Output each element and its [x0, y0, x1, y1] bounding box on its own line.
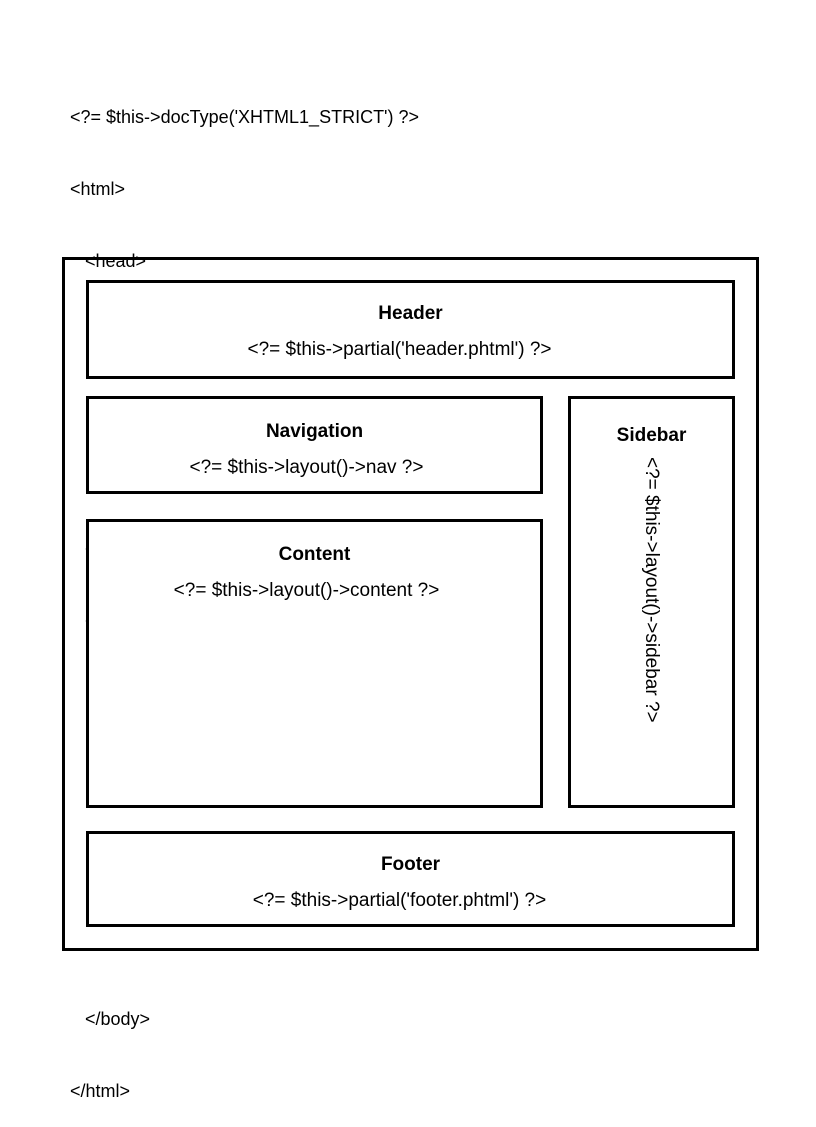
- region-navigation-title: Navigation: [265, 421, 364, 442]
- region-header-code: <?= $this->partial('header.phtml') ?>: [247, 339, 552, 360]
- region-footer: Footer <?= $this->partial('footer.phtml'…: [86, 831, 735, 927]
- region-navigation: Navigation <?= $this->layout()->nav ?>: [86, 396, 543, 494]
- region-sidebar-title: Sidebar: [616, 425, 687, 446]
- region-sidebar-code-wrap: <?= $this->layout()->sidebar ?>: [571, 457, 732, 805]
- code-line-html-open: <html>: [70, 179, 126, 199]
- bottom-code-block: </body> </html>: [70, 959, 150, 1127]
- region-header: Header <?= $this->partial('header.phtml'…: [86, 280, 735, 379]
- code-line-doctype: <?= $this->docType('XHTML1_STRICT') ?>: [70, 107, 420, 127]
- region-header-title: Header: [378, 303, 443, 324]
- region-footer-title: Footer: [380, 854, 441, 875]
- region-footer-code: <?= $this->partial('footer.phtml') ?>: [252, 890, 547, 911]
- region-content-title: Content: [278, 544, 351, 565]
- code-line-body-close: </body>: [70, 1009, 151, 1029]
- code-line-head-open: <head>: [70, 251, 147, 271]
- region-sidebar-code: <?= $this->layout()->sidebar ?>: [641, 457, 662, 723]
- region-navigation-code: <?= $this->layout()->nav ?>: [189, 457, 424, 478]
- region-sidebar: Sidebar <?= $this->layout()->sidebar ?>: [568, 396, 735, 808]
- layout-diagram-frame: [62, 257, 759, 951]
- code-line-html-close: </html>: [70, 1081, 131, 1101]
- region-content: Content <?= $this->layout()->content ?>: [86, 519, 543, 808]
- region-content-code: <?= $this->layout()->content ?>: [173, 580, 440, 601]
